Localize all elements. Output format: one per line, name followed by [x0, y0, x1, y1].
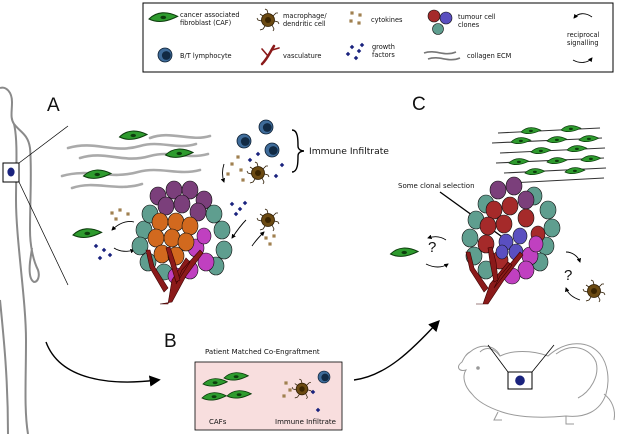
immune-cluster-a [226, 119, 285, 185]
legend: cancer associated fibroblast (CAF) B/T l… [142, 2, 614, 73]
signalling-arrows-c [425, 234, 581, 301]
legend-macrophage-line1: macrophage/ [283, 12, 327, 20]
legend-cytokines: cytokines [371, 16, 403, 24]
legend-vasculature: vasculature [283, 52, 321, 60]
tumour-mass-c [461, 176, 561, 285]
question-mark-immune: ? [564, 267, 572, 284]
legend-tumour-line1: tumour cell [458, 13, 496, 21]
mouse-outline [458, 343, 615, 425]
legend-growth-line1: growth [372, 43, 395, 51]
legend-tumour-line2: clones [458, 21, 480, 29]
legend-caf-line1: cancer associated [180, 11, 240, 19]
zoom-line-bottom [18, 181, 69, 286]
clonal-selection-label: Some clonal selection [398, 182, 475, 190]
macrophage-a2 [256, 208, 280, 232]
zoom-line-mouse-right [531, 344, 555, 373]
lymphocyte-b [317, 370, 331, 384]
legend-growth-line2: factors [372, 51, 395, 59]
tumour-clone-icon [427, 9, 453, 35]
panel-c-label: C [412, 94, 426, 115]
caf-a4 [72, 228, 103, 239]
collagen-fibres-a [60, 133, 212, 190]
caf-c-outside [389, 247, 419, 258]
legend-caf-line2: fibroblast (CAF) [180, 19, 231, 27]
vasculature-icon [260, 44, 280, 66]
zoom-line-mouse-left [487, 344, 509, 373]
lymphocyte-icon [157, 47, 173, 63]
engraftment-site [507, 371, 533, 390]
biopsy-site [2, 162, 20, 183]
caf-a1 [118, 130, 148, 141]
caf-a3 [82, 169, 112, 180]
question-mark-caf: ? [428, 239, 436, 256]
legend-reciprocal-line1: reciprocal [567, 31, 600, 39]
legend-collagen: collagen ECM [467, 52, 512, 60]
immune-bracket [291, 129, 305, 173]
legend-reciprocal-line2: signalling [567, 39, 599, 47]
legend-box [142, 2, 614, 73]
panel-a-label: A [47, 95, 60, 116]
cafs-label: CAFs [209, 418, 227, 426]
co-engraftment-label: Patient Matched Co-Engraftment [205, 348, 320, 356]
macrophage-c [582, 279, 606, 303]
arrow-a-to-b [45, 341, 161, 387]
vasculature-c [465, 246, 524, 305]
immune-infiltrate-label: Immune Infiltrate [309, 146, 389, 157]
legend-lymphocyte: B/T lymphocyte [180, 52, 232, 60]
signalling-arrows-a [111, 163, 265, 254]
reciprocal-signalling-icon [572, 13, 593, 63]
arrow-b-to-c [353, 319, 440, 381]
collagen-icon [423, 51, 461, 61]
immune-infiltrate-b-label: Immune Infiltrate [275, 418, 336, 426]
panel-b-label: B [164, 331, 177, 352]
patient-silhouette [0, 86, 40, 435]
legend-macrophage-line2: dendritic cell [283, 20, 326, 28]
vasculature-a [145, 246, 204, 305]
zoom-line-top [18, 125, 69, 164]
